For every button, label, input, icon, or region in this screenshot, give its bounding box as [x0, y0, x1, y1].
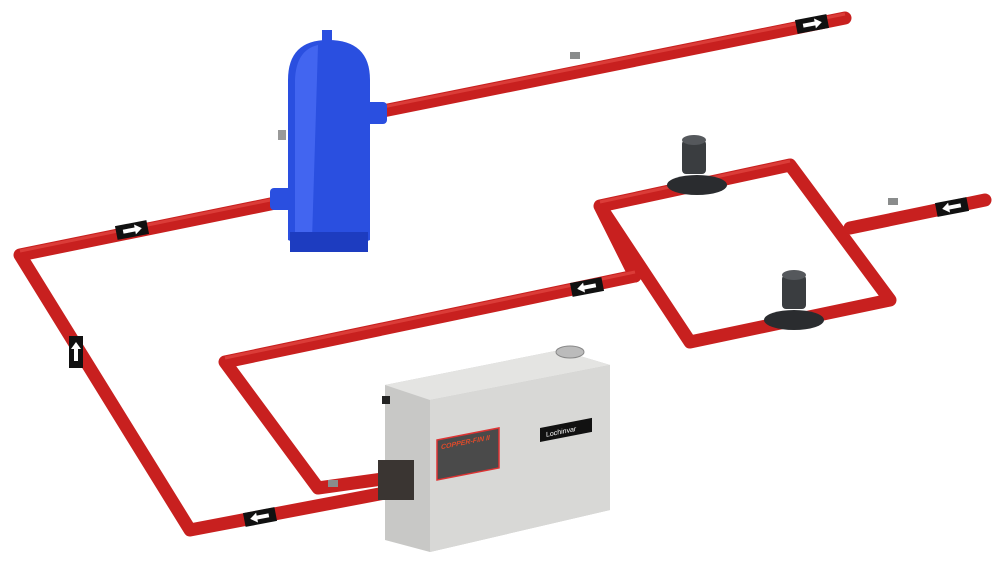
tank-highlight [295, 45, 318, 240]
circulator-pump [667, 135, 727, 195]
brand-badge-group: Lochinvar [540, 417, 592, 442]
arrow-up-icon [69, 336, 83, 368]
pump-volute [764, 310, 824, 330]
arrow-left-icon [242, 507, 278, 527]
arrow-right-icon [114, 220, 150, 240]
circulator-pump [764, 270, 824, 330]
boiler-front-panel [430, 365, 610, 552]
tank-top-fitting [322, 30, 332, 44]
supply-pipe-top [371, 11, 852, 119]
pump-motor [682, 140, 706, 174]
sensor-icon [328, 480, 338, 487]
boiler-return-loop [218, 269, 642, 495]
tank-gauge-icon [278, 130, 286, 140]
boiler-pipe-connection [378, 460, 414, 500]
pump-motor-cap [682, 135, 706, 145]
boiler-top-panel [385, 350, 610, 400]
boiler-vent-collar [555, 345, 585, 359]
expansion-tank [270, 30, 387, 252]
boiler: COPPER-FIN II Lochinvar [378, 345, 610, 552]
tank-outlet-nozzle [365, 102, 387, 124]
product-label-group: COPPER-FIN II [436, 427, 500, 481]
product-label [436, 427, 500, 481]
brand-badge [540, 417, 592, 442]
pump-motor [782, 275, 806, 309]
tank-base-skirt [290, 232, 368, 252]
pump-motor-cap [782, 270, 806, 280]
flow-arrows [69, 14, 970, 527]
piping [13, 11, 992, 537]
temperature-sensors [328, 52, 898, 487]
sensor-icon [570, 52, 580, 59]
boiler-switch [382, 396, 390, 404]
pipe-highlight [19, 12, 846, 360]
arrow-left-icon [569, 277, 605, 297]
sensor-icon [888, 198, 898, 205]
primary-loop [593, 158, 897, 349]
tank-to-boiler-loop [13, 193, 397, 537]
arrow-right-icon [794, 14, 830, 34]
arrow-left-icon [934, 197, 970, 217]
pump-volute [667, 175, 727, 195]
